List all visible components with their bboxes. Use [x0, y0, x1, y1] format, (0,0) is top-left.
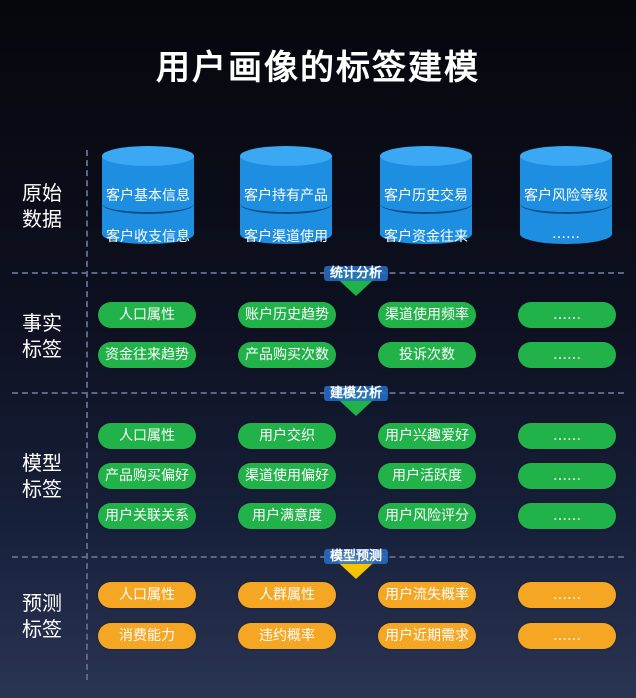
fact-tag: ……: [518, 302, 616, 328]
model-tag: 用户活跃度: [378, 463, 476, 489]
vertical-divider: [86, 150, 88, 680]
fact-tag: 人口属性: [98, 302, 196, 328]
predict-tag: 用户近期需求: [378, 623, 476, 649]
model-tag: 用户风险评分: [378, 503, 476, 529]
database-line: 客户风险等级: [524, 188, 608, 204]
fact-tag: 产品购买次数: [238, 342, 336, 368]
database-line: 客户基本信息: [106, 188, 190, 204]
predict-tag: 用户流失概率: [378, 582, 476, 608]
database-cylinder: 客户持有产品 客户渠道使用: [240, 146, 332, 254]
database-line: 客户收支信息: [106, 229, 190, 245]
database-line: 客户历史交易: [384, 188, 468, 204]
section-label-raw-data: 原始数据: [22, 181, 62, 231]
fact-tag: 资金往来趋势: [98, 342, 196, 368]
model-tag: 用户关联关系: [98, 503, 196, 529]
predict-tag: ……: [518, 582, 616, 608]
fact-tag: ……: [518, 342, 616, 368]
database-line: ……: [552, 226, 580, 242]
fact-tag: 账户历史趋势: [238, 302, 336, 328]
flow-arrow-prediction: 模型预测: [316, 545, 396, 579]
model-tag: ……: [518, 463, 616, 489]
section-divider-3: [12, 556, 624, 558]
model-tag: 渠道使用偏好: [238, 463, 336, 489]
predict-tag: 人群属性: [238, 582, 336, 608]
flow-arrow-statistics: 统计分析: [316, 262, 396, 296]
database-cylinder: 客户历史交易 客户资金往来: [380, 146, 472, 254]
database-line: 客户资金往来: [384, 229, 468, 245]
fact-tag: 渠道使用频率: [378, 302, 476, 328]
predict-tag: 人口属性: [98, 582, 196, 608]
model-tag: ……: [518, 503, 616, 529]
flow-arrow-modeling: 建模分析: [316, 382, 396, 416]
page-title: 用户画像的标签建模: [156, 48, 480, 88]
model-tag: 用户兴趣爱好: [378, 423, 476, 449]
predict-tag: 违约概率: [238, 623, 336, 649]
predict-tag: 消费能力: [98, 623, 196, 649]
section-divider-1: [12, 272, 624, 274]
database-cylinder: 客户风险等级 ……: [520, 146, 612, 254]
section-label-predict-tags: 预测标签: [22, 591, 62, 641]
model-tag: 用户满意度: [238, 503, 336, 529]
model-tag: 人口属性: [98, 423, 196, 449]
database-line: 客户持有产品: [244, 188, 328, 204]
database-line: 客户渠道使用: [244, 229, 328, 245]
predict-tag: ……: [518, 623, 616, 649]
model-tag: ……: [518, 423, 616, 449]
model-tag: 产品购买偏好: [98, 463, 196, 489]
section-divider-2: [12, 392, 624, 394]
section-label-fact-tags: 事实标签: [22, 311, 62, 361]
fact-tag: 投诉次数: [378, 342, 476, 368]
model-tag: 用户交织: [238, 423, 336, 449]
section-label-model-tags: 模型标签: [22, 451, 62, 501]
database-cylinder: 客户基本信息 客户收支信息: [102, 146, 194, 254]
